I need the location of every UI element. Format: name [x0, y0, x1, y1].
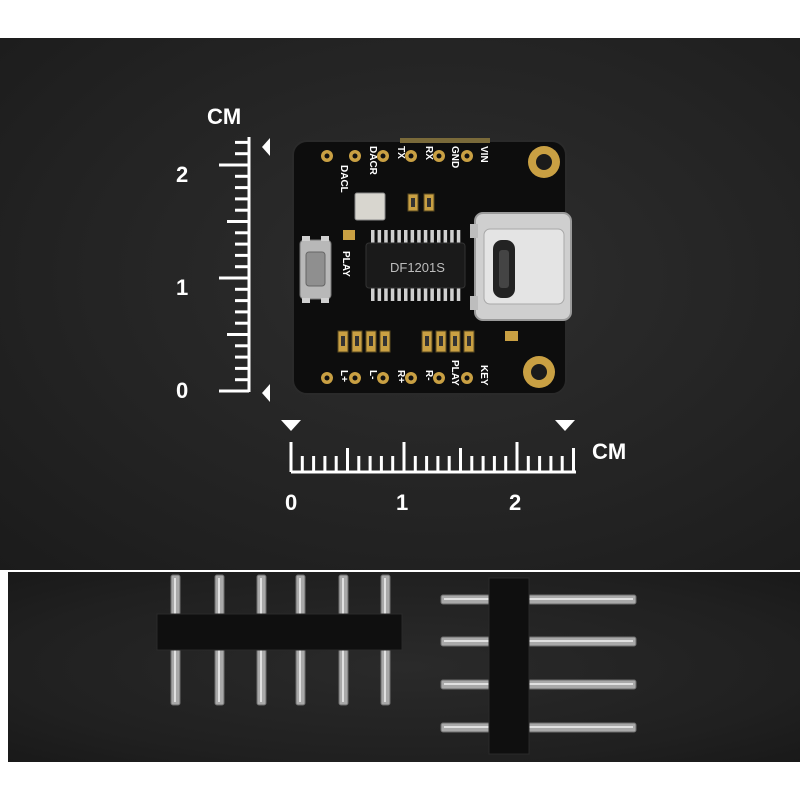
- button-silk-label: PLAY: [340, 251, 351, 277]
- pin-label-key: KEY: [478, 365, 489, 386]
- chip-pin: [456, 288, 461, 301]
- chip-pin: [437, 288, 441, 301]
- chip-label: DF1201S: [390, 260, 445, 275]
- pin-label-r-minus: R-: [423, 370, 434, 381]
- vertical-ruler-unit: CM: [207, 104, 241, 129]
- chip-pin: [430, 230, 434, 243]
- header-plastic-strip: [488, 577, 530, 755]
- pin-label-rx: RX: [423, 146, 434, 160]
- pcb-edge-connector: [400, 138, 490, 143]
- horizontal-ruler-unit: CM: [592, 439, 626, 464]
- pin-label-play: PLAY: [449, 360, 460, 386]
- chip-pin: [397, 230, 401, 243]
- vertical-pin-header: [156, 574, 403, 706]
- pin-label-r-plus: R+: [395, 370, 406, 383]
- mounting-hole: [528, 146, 560, 178]
- horizontal-ruler-ticks: [289, 442, 575, 472]
- chip-pin: [450, 288, 454, 301]
- chip-pin: [423, 230, 428, 243]
- pin-label-tx: TX: [395, 146, 406, 159]
- horizontal-ruler: CM 0 1 2: [281, 420, 626, 515]
- chip-pin: [423, 288, 428, 301]
- pin-label-l-plus: L+: [338, 370, 349, 382]
- chip-pin: [404, 230, 408, 243]
- vertical-ruler-marker-top: [262, 138, 270, 156]
- vertical-ruler-label-2: 2: [176, 162, 188, 187]
- horizontal-pin-header: [440, 577, 637, 755]
- pcb-board: DACL DACR TX RX GND VIN L+ L- R+ R- PLAY…: [292, 138, 572, 395]
- chip-pin: [456, 230, 461, 243]
- top-pin-pads: [321, 150, 473, 162]
- horizontal-ruler-label-0: 0: [285, 490, 297, 515]
- pin-label-gnd: GND: [449, 146, 460, 168]
- product-photo-headers: [8, 572, 800, 762]
- main-chip: DF1201S: [365, 230, 466, 301]
- chip-pin: [450, 230, 454, 243]
- chip-pin: [443, 288, 448, 301]
- chip-pin: [390, 288, 395, 301]
- chip-pin: [404, 288, 408, 301]
- bottom-smd-row: [337, 330, 475, 353]
- usb-c-connector: [470, 212, 572, 321]
- chip-pin: [377, 230, 382, 243]
- chip-pin: [384, 230, 388, 243]
- crystal-component: [354, 192, 386, 221]
- horizontal-ruler-marker-left: [281, 420, 301, 431]
- pin-label-l-minus: L-: [367, 370, 378, 379]
- chip-body: [365, 242, 466, 289]
- chip-pin: [397, 288, 401, 301]
- vertical-ruler-label-0: 0: [176, 378, 188, 403]
- chip-pin: [377, 288, 382, 301]
- bottom-pin-pads: [321, 372, 473, 384]
- chip-pin: [417, 288, 421, 301]
- chip-pin: [443, 230, 448, 243]
- chip-pin: [410, 288, 415, 301]
- chip-pin: [390, 230, 395, 243]
- pin-label-vin: VIN: [478, 146, 489, 163]
- chip-pin: [437, 230, 441, 243]
- horizontal-ruler-label-1: 1: [396, 490, 408, 515]
- vertical-ruler-marker-bottom: [262, 384, 270, 402]
- vertical-ruler: CM 2 1 0: [176, 104, 270, 403]
- chip-pin: [384, 288, 388, 301]
- horizontal-ruler-marker-right: [555, 420, 575, 431]
- chip-pin: [410, 230, 415, 243]
- pin-label-dacl: DACL: [338, 165, 349, 193]
- chip-pin: [417, 230, 421, 243]
- mounting-hole: [523, 356, 555, 388]
- vertical-ruler-ticks: [219, 140, 249, 393]
- smd-component: [343, 230, 355, 240]
- smd-component: [505, 331, 518, 341]
- vertical-ruler-label-1: 1: [176, 275, 188, 300]
- header-plastic-strip: [156, 613, 403, 651]
- play-button: [299, 236, 332, 303]
- horizontal-ruler-label-2: 2: [509, 490, 521, 515]
- chip-pin: [371, 288, 375, 301]
- pin-label-dacr: DACR: [367, 146, 378, 176]
- chip-pin: [430, 288, 434, 301]
- chip-pin: [371, 230, 375, 243]
